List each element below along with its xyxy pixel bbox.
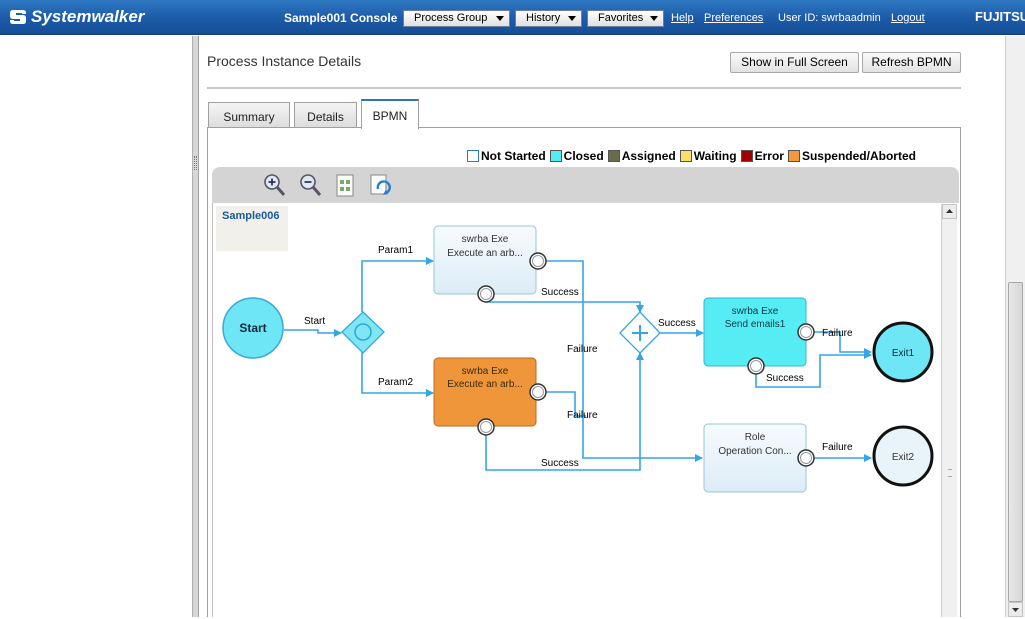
zoom-out-icon[interactable] (296, 171, 324, 199)
legend-label: Not Started (481, 149, 546, 163)
canvas-scrollbar[interactable] (941, 204, 957, 617)
arrow-up-icon (946, 209, 953, 213)
legend-error: Error (740, 149, 784, 163)
bpmn-toolbar (212, 167, 959, 203)
legend-swatch (679, 150, 692, 162)
favorites-menu-label: Favorites (598, 12, 644, 24)
left-pane (0, 36, 193, 617)
process-group-menu-label: Process Group (414, 12, 488, 24)
fujitsu-logo: FUJITSU (975, 9, 1025, 24)
logout-link[interactable]: Logout (891, 12, 925, 24)
legend-label: Suspended/Aborted (801, 149, 916, 163)
refresh-bpmn-button[interactable]: Refresh BPMN (862, 52, 961, 73)
console-title: Sample001 Console (284, 11, 398, 25)
legend-assigned: Assigned (607, 149, 676, 163)
page-scroll-thumb[interactable] (1008, 282, 1023, 602)
legend-label: Waiting (693, 149, 737, 163)
tab-details[interactable]: Details (294, 102, 357, 128)
refresh-diagram-icon[interactable] (366, 171, 394, 199)
systemwalker-logo-icon (10, 10, 26, 24)
page-scrollbar[interactable] (1005, 36, 1025, 617)
title-divider (207, 87, 961, 89)
brand-name: Systemwalker (31, 7, 145, 26)
chevron-down-icon (568, 16, 576, 21)
legend-label: Error (754, 149, 784, 163)
legend-swatch (467, 150, 479, 162)
chevron-down-icon (496, 16, 504, 21)
chevron-down-icon (650, 16, 658, 21)
tab-summary[interactable]: Summary (208, 102, 290, 128)
favorites-menu[interactable]: Favorites (587, 10, 664, 27)
legend-suspended-aborted: Suspended/Aborted (787, 149, 916, 163)
history-menu-label: History (526, 12, 561, 24)
preferences-link[interactable]: Preferences (704, 12, 764, 24)
process-group-menu[interactable]: Process Group (403, 10, 510, 27)
legend-swatch (740, 150, 753, 162)
top-bar: Systemwalker Sample001 Console Process G… (0, 0, 1025, 35)
legend-swatch (607, 150, 620, 162)
pane-splitter[interactable] (193, 36, 199, 617)
scroll-up-button[interactable] (942, 204, 957, 219)
page-title: Process Instance Details (207, 53, 362, 69)
history-menu[interactable]: History (515, 10, 582, 27)
help-link[interactable]: Help (671, 12, 694, 24)
legend-swatch (549, 150, 562, 162)
legend-swatch (787, 150, 800, 162)
scroll-grip-icon (948, 469, 952, 477)
legend-not-started: Not Started (467, 149, 546, 163)
tab-bpmn[interactable]: BPMN (361, 99, 419, 129)
legend-label: Assigned (621, 149, 676, 163)
show-full-screen-button[interactable]: Show in Full Screen (730, 52, 859, 73)
legend-waiting: Waiting (679, 149, 737, 163)
legend-label: Closed (563, 149, 604, 163)
arrow-down-icon (1012, 608, 1019, 612)
legend-closed: Closed (549, 149, 604, 163)
user-id-label: User ID: swrbaadmin (778, 12, 881, 24)
splitter-grip-icon (194, 156, 197, 170)
status-legend: Not Started Closed Assigned Waiting Erro… (467, 149, 920, 163)
brand-logo: Systemwalker (10, 7, 144, 27)
page-scroll-down-button[interactable] (1008, 602, 1023, 617)
fit-page-icon[interactable] (331, 171, 359, 199)
process-name-label: Sample006 (216, 206, 288, 251)
bpmn-canvas[interactable] (212, 203, 957, 617)
zoom-in-icon[interactable] (260, 171, 288, 199)
